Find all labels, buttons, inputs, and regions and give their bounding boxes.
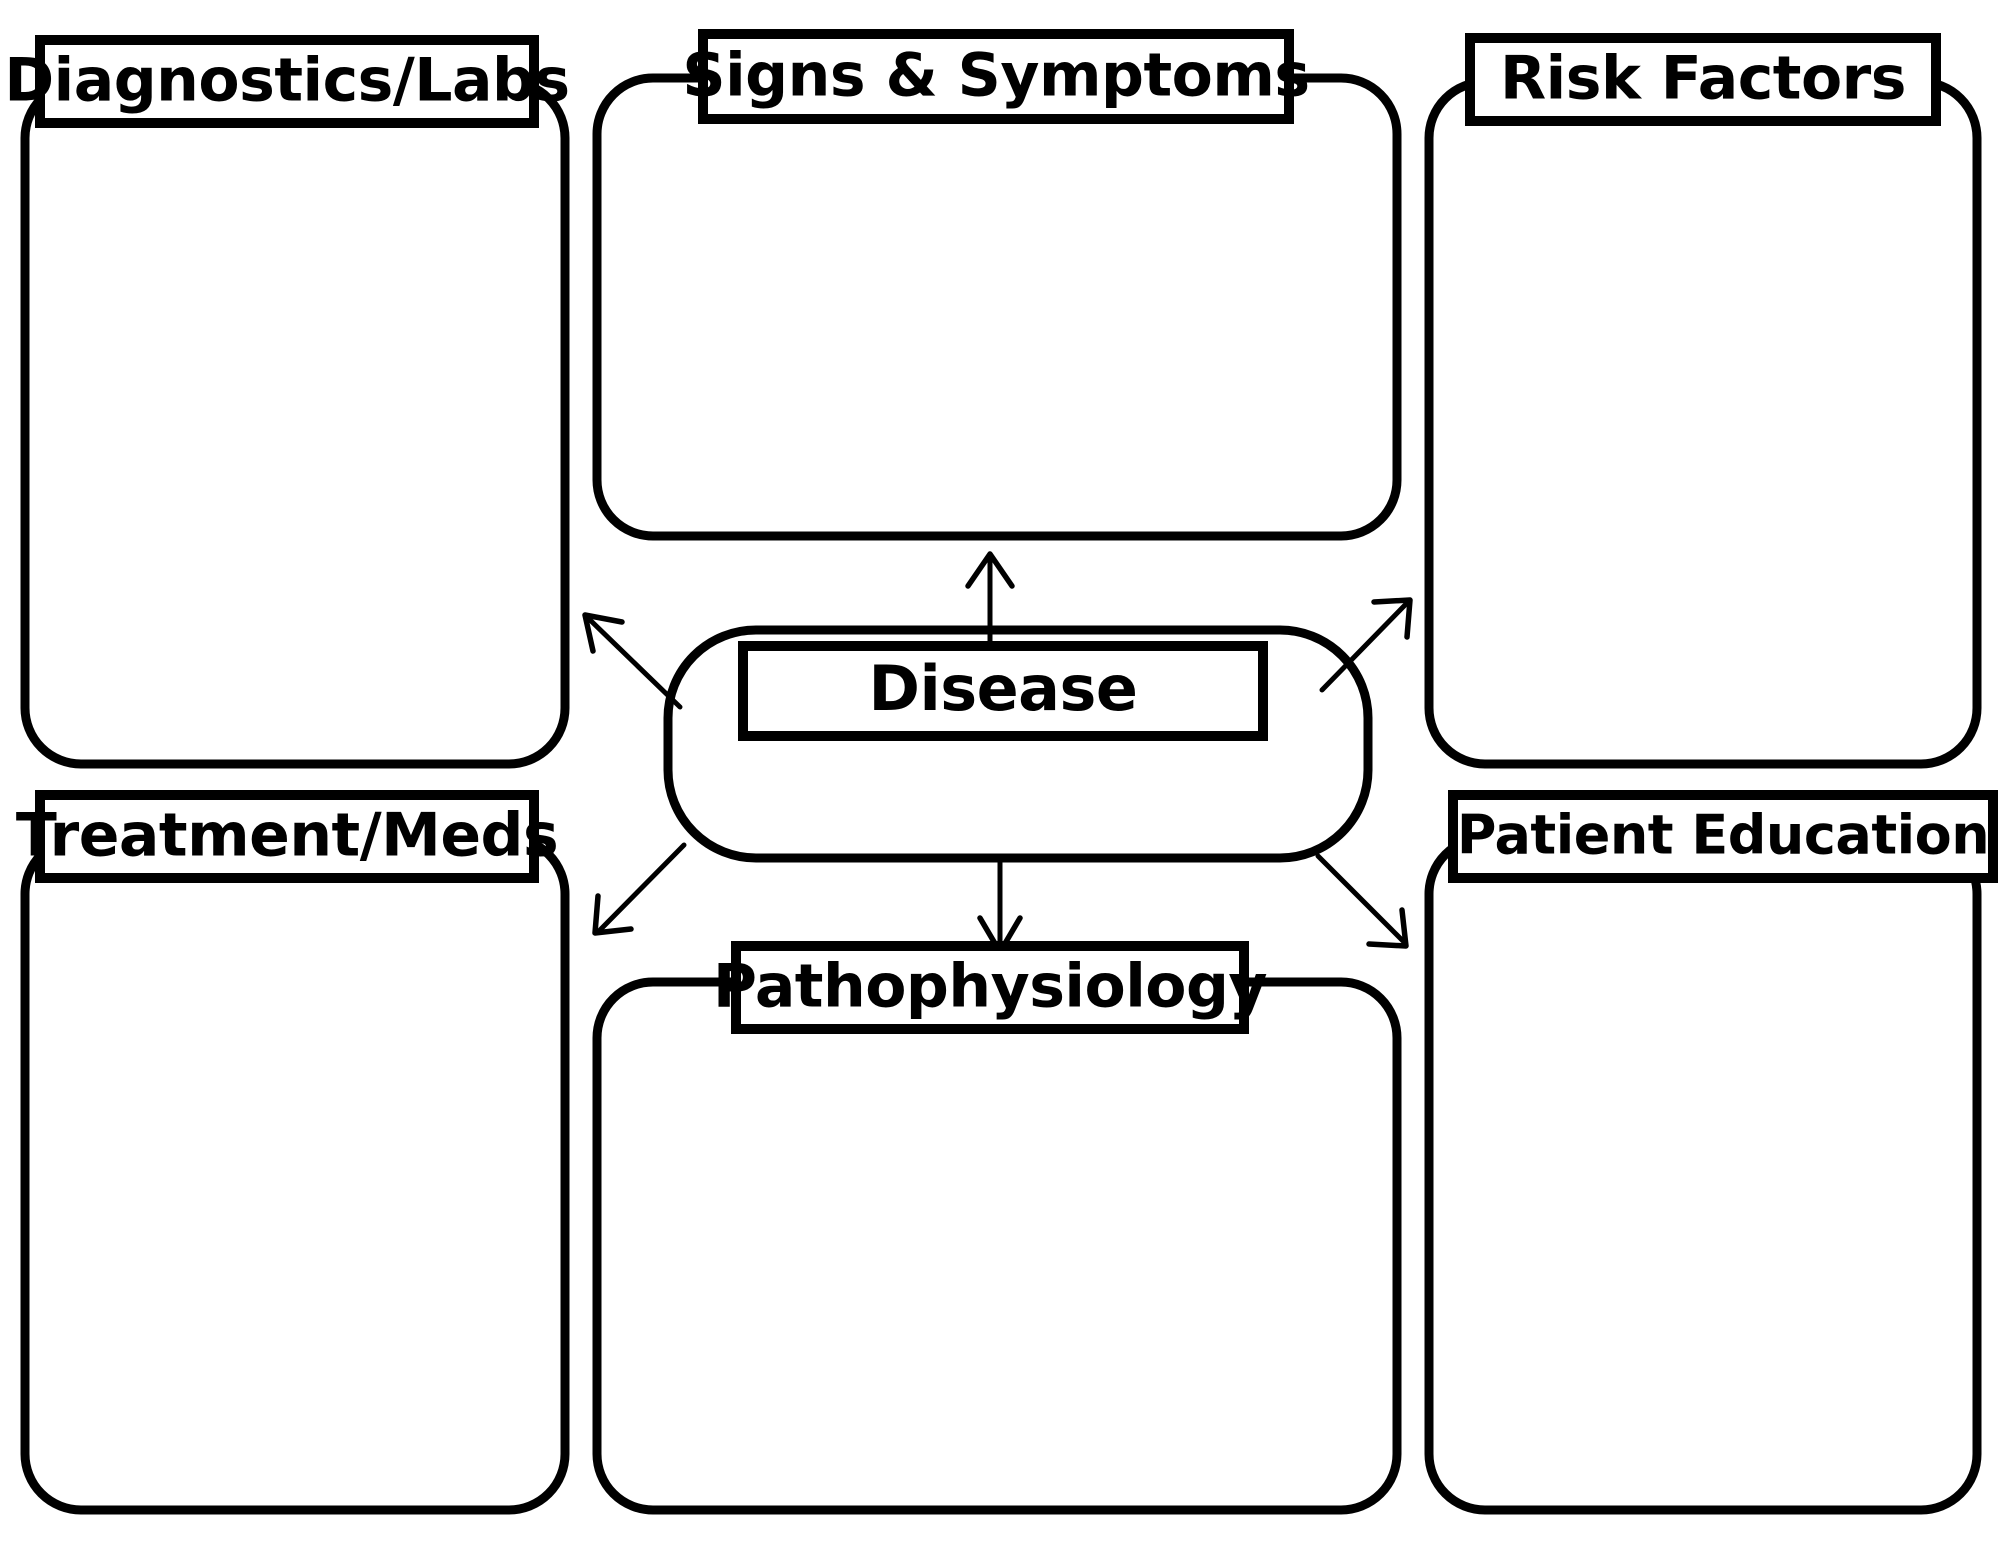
connector-disease-to-diagnostics-labs — [582, 612, 683, 710]
node-treatment-meds-body[interactable] — [20, 833, 570, 1515]
label-banner-patient-education[interactable]: Patient Education — [1448, 790, 1998, 883]
node-signs-symptoms-label: Signs & Symptoms — [682, 41, 1309, 111]
node-disease-label: Disease — [869, 652, 1138, 725]
node-patient-education-label: Patient Education — [1457, 804, 1989, 867]
arrowhead-up-left-icon — [582, 612, 625, 654]
arrowhead-down-left-icon — [592, 893, 634, 936]
label-banner-treatment-meds[interactable]: Treatment/Meds — [16, 790, 559, 883]
node-patient-education-body[interactable] — [1424, 833, 1982, 1515]
connector-line — [597, 842, 687, 933]
node-risk-factors[interactable] — [1424, 77, 1982, 769]
label-banner-pathophysiology[interactable]: Pathophysiology — [713, 941, 1268, 1034]
node-signs-symptoms-body[interactable] — [592, 73, 1402, 541]
connector-line — [1315, 853, 1407, 945]
node-pathophysiology-body[interactable] — [592, 977, 1402, 1515]
arrowhead-up-icon — [965, 551, 1015, 589]
node-signs-symptoms[interactable] — [592, 73, 1402, 541]
connector-disease-to-signs-symptoms — [965, 551, 1015, 655]
node-risk-factors-body[interactable] — [1424, 77, 1982, 769]
label-banner-box[interactable] — [35, 790, 539, 883]
label-banner-box[interactable] — [698, 29, 1294, 124]
node-risk-factors-label: Risk Factors — [1500, 44, 1906, 114]
node-pathophysiology[interactable] — [592, 977, 1402, 1515]
label-banner-box[interactable] — [1448, 790, 1998, 883]
connector-disease-to-patient-education — [1315, 853, 1409, 949]
node-patient-education[interactable] — [1424, 833, 1982, 1515]
connector-line — [585, 615, 683, 710]
label-banner-risk-factors[interactable]: Risk Factors — [1465, 33, 1941, 126]
label-banner-box[interactable] — [1465, 33, 1941, 126]
label-banner-diagnostics-labs[interactable]: Diagnostics/Labs — [4, 35, 570, 128]
connector-line — [1319, 601, 1409, 693]
connector-disease-to-pathophysiology — [977, 859, 1023, 955]
node-treatment-meds[interactable] — [20, 833, 570, 1515]
node-diagnostics-labs[interactable] — [20, 77, 570, 769]
arrowhead-down-right-icon — [1366, 907, 1409, 949]
label-banner-box[interactable] — [35, 35, 539, 128]
node-treatment-meds-label: Treatment/Meds — [16, 801, 558, 871]
connector-disease-to-treatment-meds — [592, 842, 687, 936]
label-banner-box[interactable] — [738, 641, 1268, 741]
label-banner-box[interactable] — [731, 941, 1249, 1034]
node-pathophysiology-label: Pathophysiology — [713, 952, 1267, 1022]
node-diagnostics-labs-body[interactable] — [20, 77, 570, 769]
node-diagnostics-labs-label: Diagnostics/Labs — [4, 46, 569, 116]
label-banner-disease[interactable]: Disease — [738, 641, 1268, 741]
arrowhead-up-right-icon — [1371, 597, 1413, 640]
connector-disease-to-risk-factors — [1319, 597, 1413, 693]
label-banner-signs-symptoms[interactable]: Signs & Symptoms — [682, 29, 1310, 124]
